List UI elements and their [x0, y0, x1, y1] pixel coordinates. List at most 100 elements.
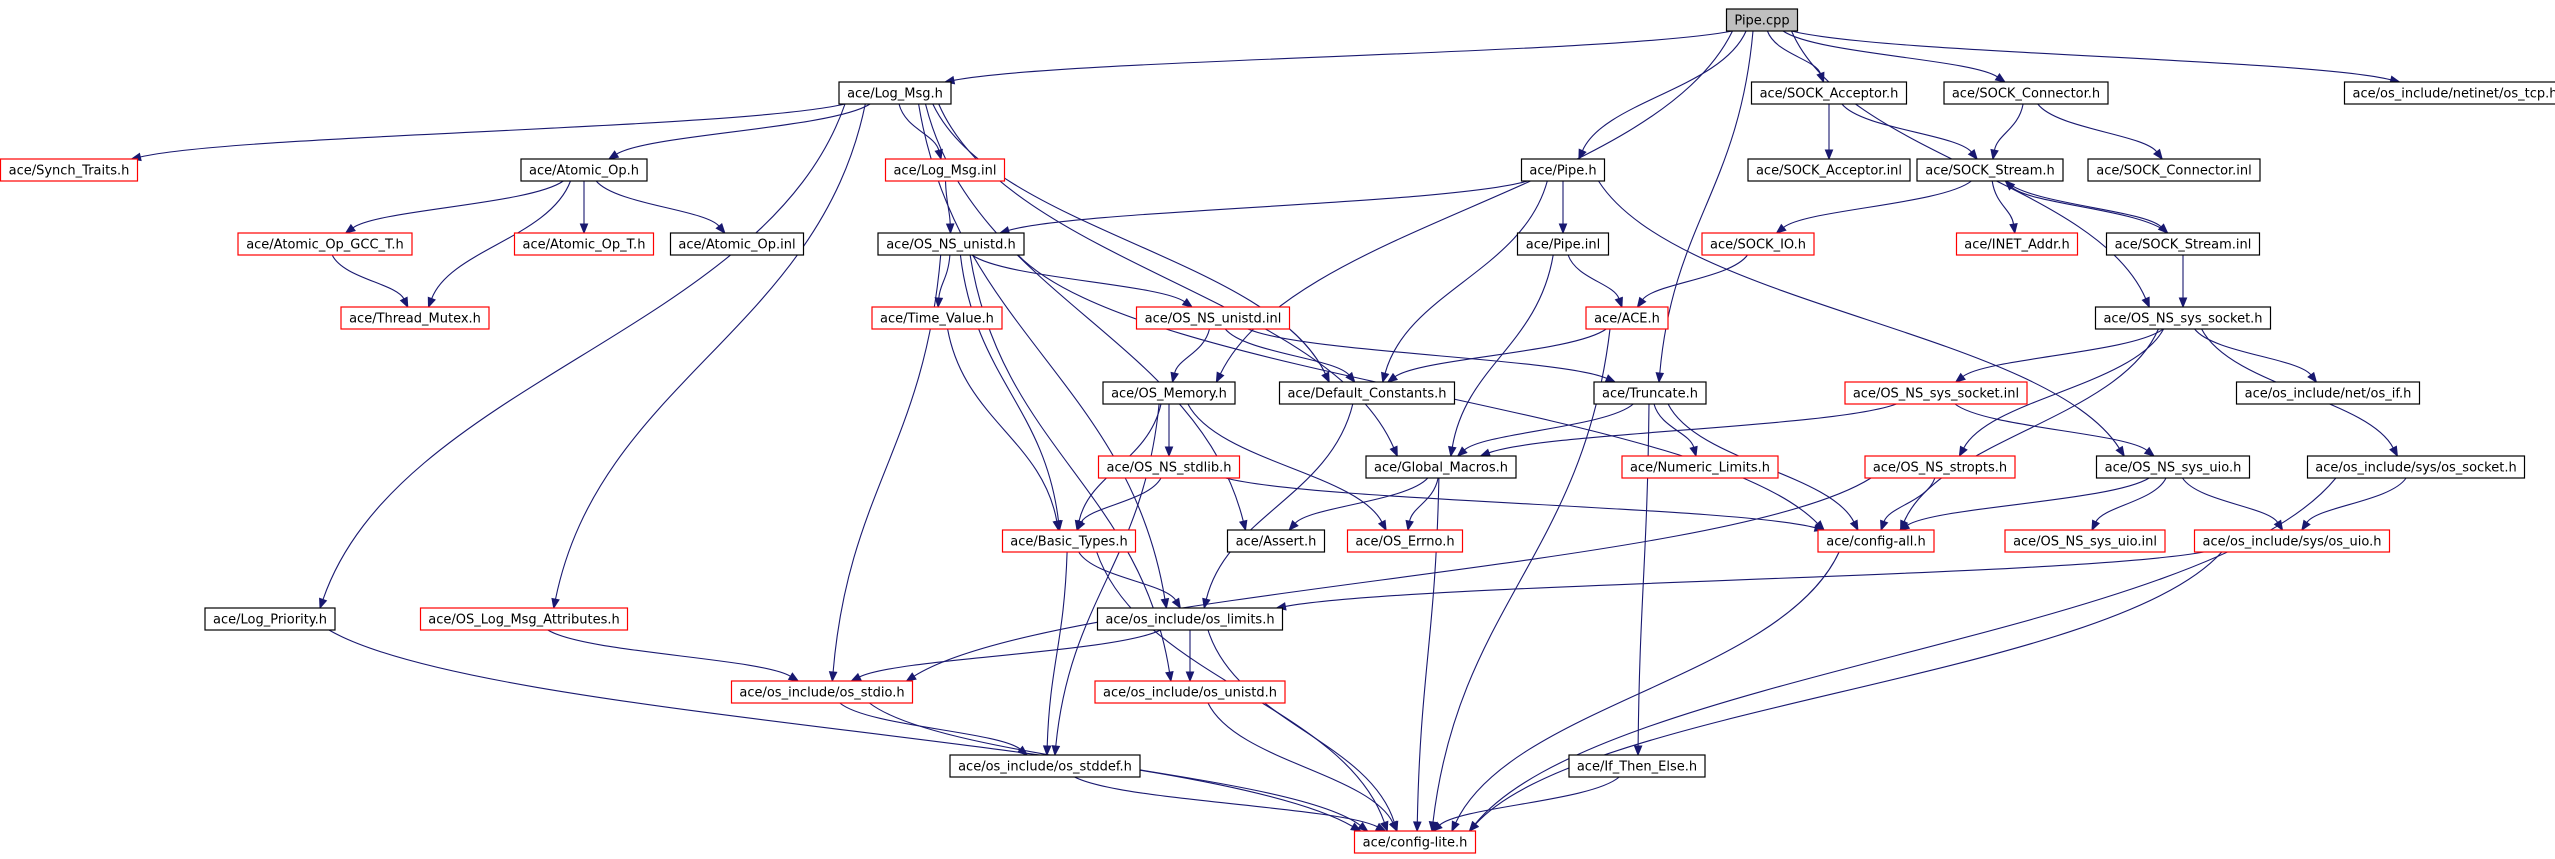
- edge-os_ns_unistd_inl-to-truncate_h: [1247, 328, 1617, 383]
- node-os-stddef-h[interactable]: ace/os_include/os_stddef.h: [949, 754, 1141, 778]
- node-log-msg-h[interactable]: ace/Log_Msg.h: [838, 81, 952, 105]
- node-time-value-h[interactable]: ace/Time_Value.h: [871, 306, 1003, 330]
- node-os-ns-sys-socket-inl[interactable]: ace/OS_NS_sys_socket.inl: [1844, 381, 2028, 405]
- edge-log_msg_inl-to-os_ns_unistd_h: [944, 180, 955, 235]
- edge-pipe_cpp-to-netinet_tcp_h: [1791, 30, 2401, 84]
- edge-atomic_op_h-to-atomic_op_t_h: [579, 181, 589, 235]
- node-truncate-h[interactable]: ace/Truncate.h: [1593, 381, 1707, 405]
- node-thread-mutex-h[interactable]: ace/Thread_Mutex.h: [340, 306, 490, 330]
- edge-truncate_h-to-global_macros_h: [1456, 403, 1634, 457]
- edge-arrowhead: [2009, 223, 2018, 235]
- node-sock-connector-h[interactable]: ace/SOCK_Connector.h: [1943, 81, 2109, 105]
- node-basic-types-h[interactable]: ace/Basic_Types.h: [1001, 529, 1137, 553]
- node-atomic-op-t-h[interactable]: ace/Atomic_Op_T.h: [513, 232, 655, 256]
- node-numeric-limits-h[interactable]: ace/Numeric_Limits.h: [1621, 455, 1779, 479]
- node-global-macros-h[interactable]: ace/Global_Macros.h: [1365, 455, 1517, 479]
- edge-line: [1791, 30, 2391, 81]
- node-pipe-h[interactable]: ace/Pipe.h: [1520, 158, 1606, 182]
- edge-os_memory_h-to-os_ns_stdlib_h: [1164, 403, 1174, 458]
- edge-arrowhead: [1380, 820, 1389, 833]
- edge-arrowhead: [1994, 73, 2007, 83]
- edge-line: [1642, 254, 1748, 300]
- node-os-ns-sys-uio-inl[interactable]: ace/OS_NS_sys_uio.inl: [2004, 529, 2166, 553]
- edge-line: [1207, 702, 1394, 824]
- node-config-all-h[interactable]: ace/config-all.h: [1817, 529, 1935, 553]
- edge-line: [944, 180, 951, 225]
- node-log-priority-h[interactable]: ace/Log_Priority.h: [204, 607, 336, 631]
- node-os-ns-unistd-h[interactable]: ace/OS_NS_unistd.h: [877, 232, 1025, 256]
- node-if-then-else-h[interactable]: ace/If_Then_Else.h: [1568, 754, 1706, 778]
- node-inet-addr-h[interactable]: ace/INET_Addr.h: [1955, 232, 2079, 256]
- node-box: [2235, 381, 2421, 405]
- node-label: ace/Truncate.h: [1602, 387, 1698, 402]
- edge-arrowhead: [1170, 371, 1179, 384]
- node-label: ace/SOCK_Acceptor.inl: [1756, 164, 1902, 179]
- edge-arrowhead: [1448, 445, 1457, 458]
- edge-pipe_inl-to-ace_h: [1567, 254, 1623, 309]
- node-sock-stream-h[interactable]: ace/SOCK_Stream.h: [1916, 158, 2064, 182]
- edge-pipe_cpp-to-truncate_h: [1655, 30, 1754, 384]
- edge-if_then_else_h-to-config_lite_h: [1431, 776, 1620, 832]
- node-synch-traits-h[interactable]: ace/Synch_Traits.h: [0, 158, 139, 182]
- edge-arrowhead: [2153, 148, 2164, 161]
- edge-basic_types_h-to-os_limits_h: [1078, 551, 1181, 610]
- node-netinet-tcp-h[interactable]: ace/os_include/netinet/os_tcp.h: [2343, 81, 2555, 105]
- node-label: ace/os_include/os_stdio.h: [739, 686, 904, 701]
- node-log-msg-inl[interactable]: ace/Log_Msg.inl: [884, 158, 1006, 182]
- node-os-stdio-h[interactable]: ace/os_include/os_stdio.h: [730, 680, 914, 704]
- edge-arrowhead: [2143, 446, 2156, 457]
- node-assert-h[interactable]: ace/Assert.h: [1226, 529, 1326, 553]
- node-ace-h[interactable]: ace/ACE.h: [1585, 306, 1669, 330]
- node-sock-acceptor-h[interactable]: ace/SOCK_Acceptor.h: [1750, 81, 1908, 105]
- node-box: [419, 607, 629, 631]
- node-pipe-inl[interactable]: ace/Pipe.inl: [1516, 232, 1610, 256]
- node-os-limits-h[interactable]: ace/os_include/os_limits.h: [1096, 607, 1284, 631]
- node-os-ns-stropts-h[interactable]: ace/OS_NS_stropts.h: [1864, 455, 2016, 479]
- edge-arrowhead: [1321, 371, 1330, 384]
- edge-arrowhead: [2141, 296, 2150, 309]
- node-sys-os-uio-h[interactable]: ace/os_include/sys/os_uio.h: [2193, 529, 2391, 553]
- node-os-unistd-h[interactable]: ace/os_include/os_unistd.h: [1094, 680, 1286, 704]
- node-default-constants-h[interactable]: ace/Default_Constants.h: [1278, 381, 1456, 405]
- edge-line: [595, 180, 720, 227]
- node-atomic-op-inl[interactable]: ace/Atomic_Op.inl: [669, 232, 805, 256]
- edge-sock_stream_h-to-sock_stream_inl: [2005, 180, 2169, 234]
- node-label: ace/Atomic_Op.h: [529, 164, 639, 179]
- node-box: [2193, 529, 2391, 553]
- edge-line: [328, 629, 1353, 827]
- edge-arrowhead: [715, 222, 726, 235]
- edge-arrowhead: [2389, 445, 2399, 458]
- node-config-lite-h[interactable]: ace/config-lite.h: [1353, 830, 1477, 854]
- edge-line: [1439, 776, 1620, 826]
- edge-arrowhead: [1898, 521, 1911, 531]
- node-os-ns-sys-uio-h[interactable]: ace/OS_NS_sys_uio.h: [2095, 455, 2251, 479]
- node-label: ace/Thread_Mutex.h: [349, 312, 481, 327]
- node-sock-stream-inl[interactable]: ace/SOCK_Stream.inl: [2105, 232, 2261, 256]
- edge-line: [1078, 551, 1177, 601]
- node-sock-acceptor-inl[interactable]: ace/SOCK_Acceptor.inl: [1747, 158, 1911, 182]
- node-sock-connector-inl[interactable]: ace/SOCK_Connector.inl: [2087, 158, 2261, 182]
- edge-arrowhead: [1042, 745, 1052, 757]
- edge-line: [1174, 328, 1211, 374]
- node-sys-os-socket-h[interactable]: ace/os_include/sys/os_socket.h: [2306, 455, 2526, 479]
- edge-arrowhead: [1160, 597, 1170, 610]
- edge-line: [1883, 477, 1936, 522]
- node-atomic-op-gcc-t-h[interactable]: ace/Atomic_Op_GCC_T.h: [237, 232, 413, 256]
- node-os-errno-h[interactable]: ace/OS_Errno.h: [1346, 529, 1464, 553]
- node-os-memory-h[interactable]: ace/OS_Memory.h: [1102, 381, 1236, 405]
- node-box: [1750, 81, 1908, 105]
- node-net-os-if-h[interactable]: ace/os_include/net/os_if.h: [2235, 381, 2421, 405]
- edge-arrowhead: [1655, 372, 1665, 384]
- node-sock-io-h[interactable]: ace/SOCK_IO.h: [1701, 232, 1815, 256]
- edge-log_msg_h-to-os_log_msg_attributes_h: [551, 103, 866, 610]
- node-label: ace/Log_Priority.h: [213, 613, 327, 628]
- node-os-ns-unistd-inl[interactable]: ace/OS_NS_unistd.inl: [1135, 306, 1291, 330]
- node-os-ns-sys-socket-h[interactable]: ace/OS_NS_sys_socket.h: [2094, 306, 2272, 330]
- node-label: ace/os_include/sys/os_uio.h: [2203, 535, 2382, 550]
- edge-arrowhead: [945, 223, 955, 235]
- node-os-ns-stdlib-h[interactable]: ace/OS_NS_stdlib.h: [1097, 455, 1241, 479]
- node-os-log-msg-attributes-h[interactable]: ace/OS_Log_Msg_Attributes.h: [419, 607, 629, 631]
- node-box: [1520, 158, 1606, 182]
- node-label: ace/INET_Addr.h: [1964, 238, 2069, 253]
- node-atomic-op-h[interactable]: ace/Atomic_Op.h: [520, 158, 648, 182]
